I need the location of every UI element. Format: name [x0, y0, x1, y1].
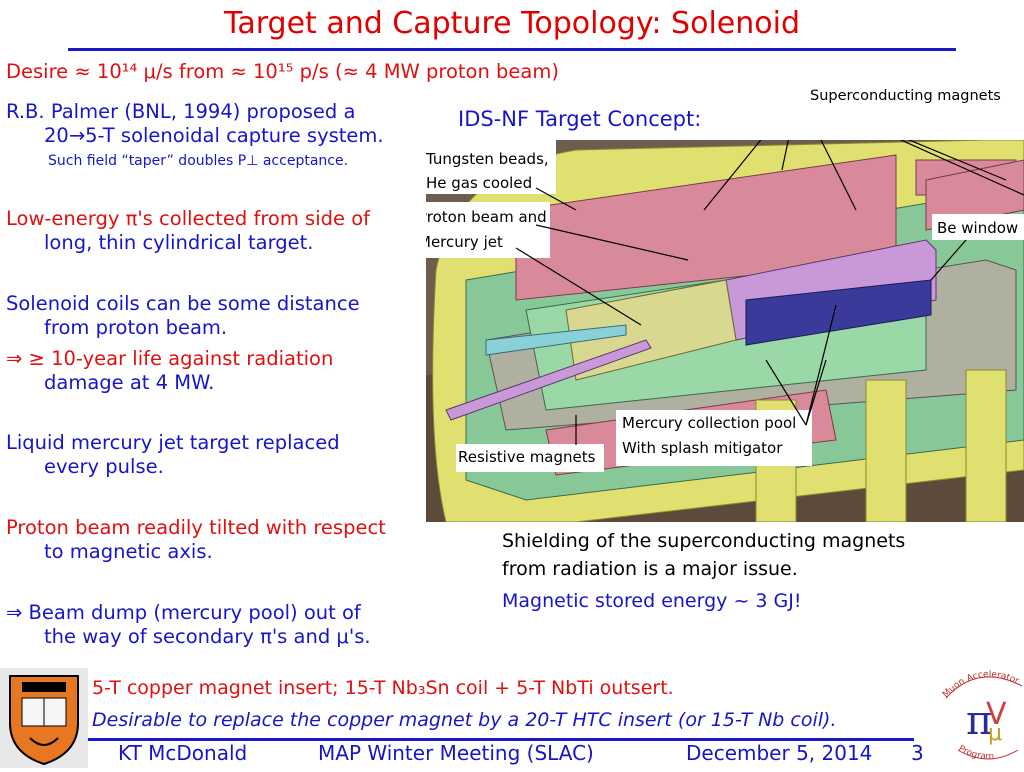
mercury-line2: every pulse.: [44, 455, 164, 478]
label-be-window: Be window: [937, 219, 1019, 237]
page-title: Target and Capture Topology: Solenoid: [223, 6, 800, 41]
lowenergy-line2: long, thin cylindrical target.: [44, 231, 314, 254]
svg-text:μ: μ: [988, 721, 1002, 746]
dump-line2: the way of secondary π's and μ's.: [44, 625, 371, 648]
stored-energy: Magnetic stored energy ~ 3 GJ!: [502, 590, 802, 612]
coils-line3: ⇒ ≥ 10-year life against radiation: [6, 347, 334, 370]
palmer-note: Such field “taper” doubles P⊥ acceptance…: [48, 153, 349, 169]
label-proton1: Proton beam and: [426, 208, 547, 226]
target-concept-diagram: Tungsten beads, He gas cooled Proton bea…: [426, 140, 1024, 522]
label-resistive: Resistive magnets: [458, 448, 596, 466]
label-pool1: Mercury collection pool: [622, 414, 797, 432]
footer-page-number: 3: [911, 741, 924, 765]
lowenergy-line1: Low-energy π's collected from side of: [6, 207, 370, 230]
footer-meeting: MAP Winter Meeting (SLAC): [318, 741, 594, 765]
shielding-line1: Shielding of the superconducting magnets: [502, 530, 906, 552]
tilted-line2: to magnetic axis.: [44, 540, 213, 563]
concept-title: IDS-NF Target Concept:: [458, 107, 702, 131]
label-sc-magnets: Superconducting magnets: [810, 88, 1001, 104]
bottom-line2: Desirable to replace the copper magnet b…: [92, 709, 837, 731]
label-proton2: Mercury jet: [426, 233, 503, 251]
princeton-shield-logo: [0, 668, 88, 768]
palmer-line2: 20→5-T solenoidal capture system.: [44, 124, 384, 147]
footer-author: KT McDonald: [118, 741, 248, 765]
title-rule: [68, 48, 956, 51]
diagram-drawing: [426, 140, 1024, 522]
coils-line2: from proton beam.: [44, 316, 228, 339]
dump-line1: ⇒ Beam dump (mercury pool) out of: [6, 601, 361, 624]
muon-accelerator-program-logo: Muon Accelerator π V μ Program: [938, 668, 1024, 768]
footer-date: December 5, 2014: [686, 741, 873, 765]
coils-line4: damage at 4 MW.: [44, 371, 215, 394]
footer-rule: [88, 738, 914, 741]
shielding-line2: from radiation is a major issue.: [502, 558, 798, 580]
label-pool2: With splash mitigator: [622, 439, 783, 457]
logo-text-bottom: Program: [957, 744, 995, 762]
palmer-line1: R.B. Palmer (BNL, 1994) proposed a: [6, 100, 356, 123]
desire-line: Desire ≈ 10¹⁴ μ/s from ≈ 10¹⁵ p/s (≈ 4 M…: [6, 60, 559, 83]
svg-text:π: π: [966, 698, 992, 744]
bottom-line1: 5-T copper magnet insert; 15-T Nb₃Sn coi…: [92, 677, 674, 699]
mercury-line1: Liquid mercury jet target replaced: [6, 431, 340, 454]
coils-line1: Solenoid coils can be some distance: [6, 292, 360, 315]
tilted-line1: Proton beam readily tilted with respect: [6, 516, 386, 539]
logo-text-top: Muon Accelerator: [941, 670, 1021, 700]
svg-text:V: V: [986, 697, 1007, 732]
label-tungsten1: Tungsten beads,: [426, 150, 549, 168]
label-tungsten2: He gas cooled: [426, 174, 533, 192]
